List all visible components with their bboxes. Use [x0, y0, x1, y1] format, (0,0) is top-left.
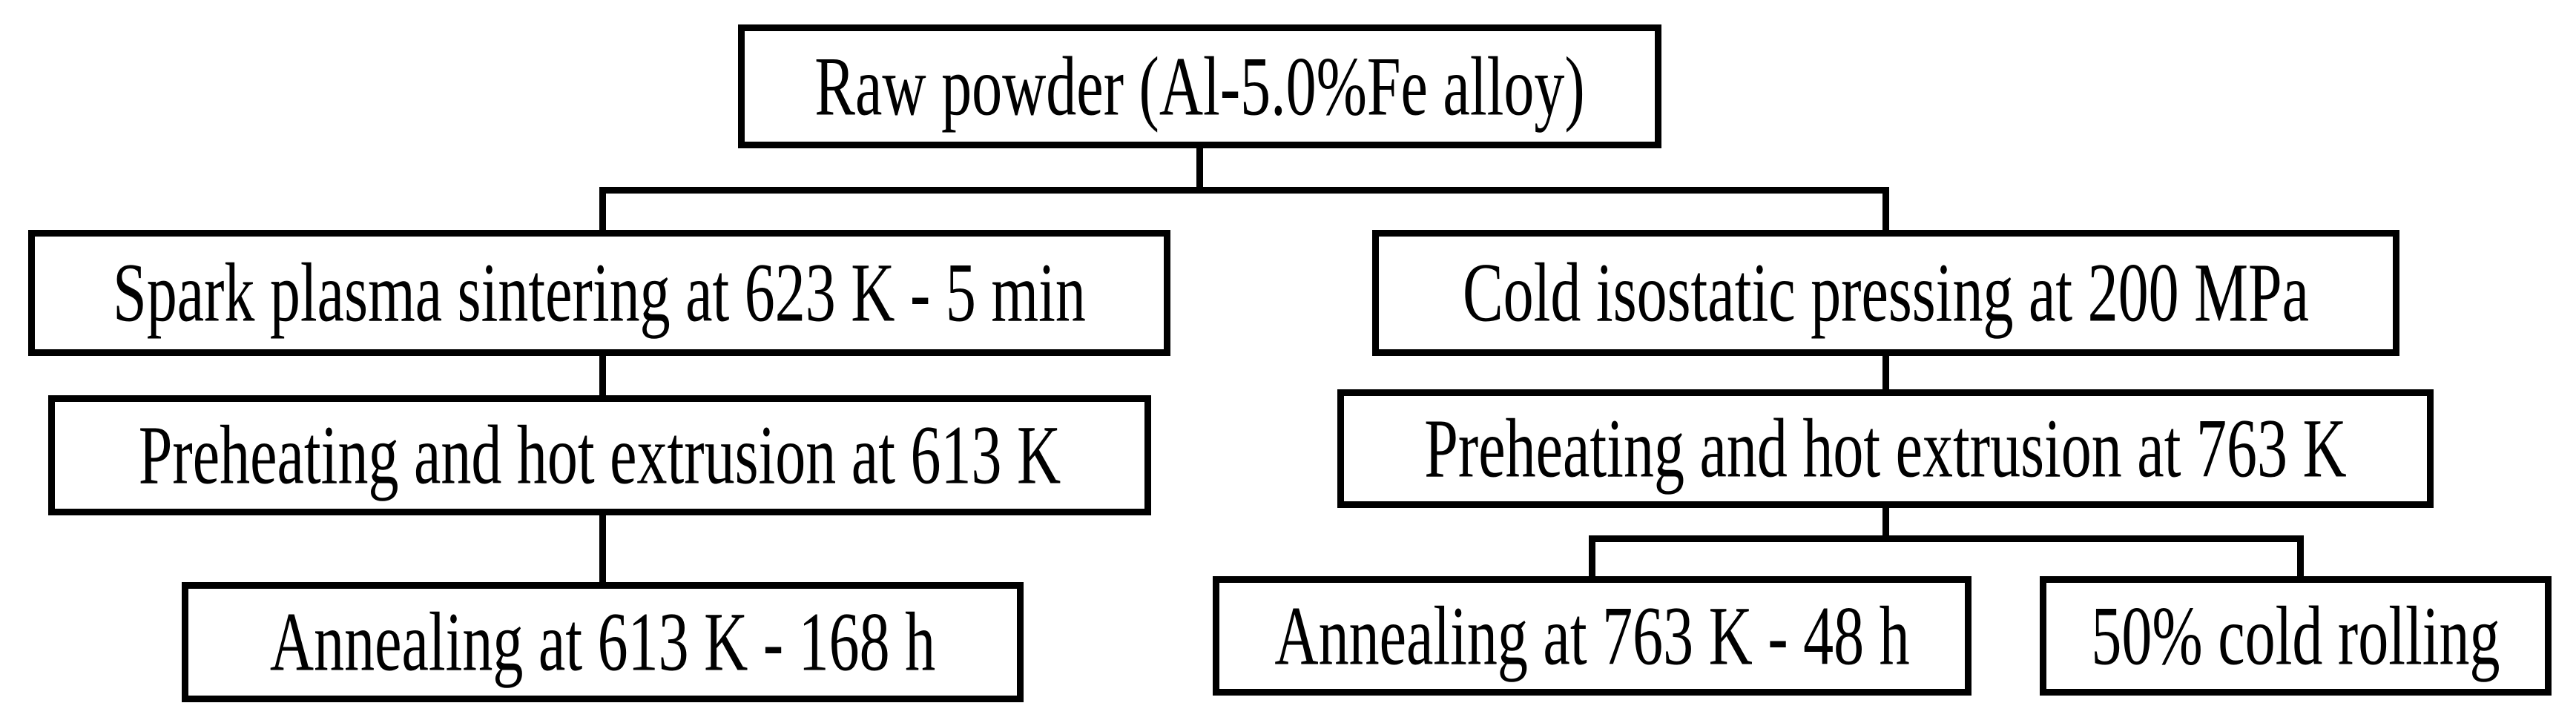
connector-split-to-cold-rolling: [2297, 535, 2304, 579]
connector-extrusion-613-to-annealing-613: [599, 512, 606, 585]
node-annealing-763-label: Annealing at 763 K - 48 h: [1274, 589, 1910, 682]
connector-raw-to-split: [1196, 145, 1203, 191]
node-annealing-613-label: Annealing at 613 K - 168 h: [269, 595, 936, 689]
connector-branch-split-line: [599, 187, 1889, 194]
connector-split-to-spark-plasma: [599, 187, 606, 233]
node-spark-plasma-sintering: Spark plasma sintering at 623 K - 5 min: [28, 230, 1170, 356]
node-hot-extrusion-613-label: Preheating and hot extrusion at 613 K: [138, 408, 1061, 502]
node-cold-isostatic-pressing: Cold isostatic pressing at 200 MPa: [1372, 230, 2399, 356]
connector-extrusion-763-to-split: [1882, 505, 1889, 539]
node-annealing-613: Annealing at 613 K - 168 h: [182, 582, 1024, 702]
node-raw-powder-label: Raw powder (Al-5.0%Fe alloy): [814, 39, 1585, 133]
node-hot-extrusion-763-label: Preheating and hot extrusion at 763 K: [1424, 401, 2347, 495]
node-hot-extrusion-613: Preheating and hot extrusion at 613 K: [48, 395, 1151, 515]
node-annealing-763: Annealing at 763 K - 48 h: [1213, 576, 1971, 696]
node-cold-isostatic-pressing-label: Cold isostatic pressing at 200 MPa: [1462, 245, 2310, 340]
connector-cold-isostatic-to-extrusion-763: [1882, 353, 1889, 392]
node-spark-plasma-sintering-label: Spark plasma sintering at 623 K - 5 min: [113, 245, 1086, 340]
node-cold-rolling: 50% cold rolling: [2040, 576, 2552, 696]
connector-split-to-cold-isostatic: [1882, 187, 1889, 233]
connector-spark-plasma-to-extrusion-613: [599, 353, 606, 398]
node-cold-rolling-label: 50% cold rolling: [2091, 589, 2500, 682]
connector-right-split-line: [1589, 535, 2304, 542]
node-hot-extrusion-763: Preheating and hot extrusion at 763 K: [1337, 389, 2434, 508]
node-raw-powder: Raw powder (Al-5.0%Fe alloy): [738, 24, 1661, 148]
connector-split-to-annealing-763: [1589, 535, 1595, 579]
